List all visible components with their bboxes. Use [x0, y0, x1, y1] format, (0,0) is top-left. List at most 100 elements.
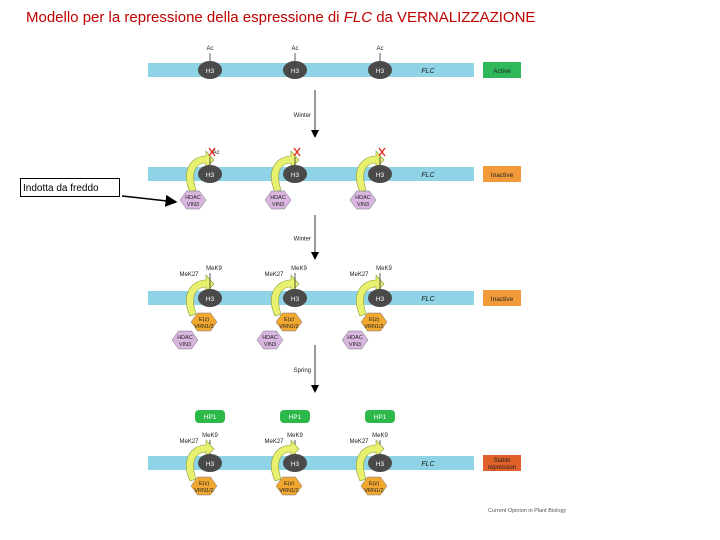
histone-node	[368, 289, 392, 307]
histone-label: H3	[291, 68, 300, 75]
state-label: repression	[488, 465, 516, 471]
hdac-complex-label: HDAC	[262, 335, 278, 341]
mek27-label: MeK27	[264, 272, 284, 278]
mek27-label: MeK27	[179, 272, 199, 278]
ez-complex-label: E(z)	[284, 317, 294, 323]
state-box	[483, 290, 521, 306]
hdac-complex	[171, 330, 199, 350]
slide-title: Modello per la repressione della espress…	[26, 9, 535, 26]
histone-node	[283, 165, 307, 183]
modification-arrow	[271, 439, 300, 482]
mek9-label: MeK9	[287, 433, 303, 439]
ez-complex-label: E(z)	[199, 481, 209, 487]
gene-label: FLC	[421, 172, 435, 179]
cross-mark	[293, 147, 301, 157]
histone-label: H3	[206, 68, 215, 75]
histone-node	[283, 61, 307, 79]
hdac-complex-label: HDAC	[270, 195, 286, 201]
histone-node	[198, 454, 222, 472]
hp1-protein	[365, 410, 395, 423]
acetyl-label: Ac	[212, 150, 219, 156]
hdac-complex-label: VIN3	[264, 342, 276, 348]
ez-complex-label: VRN1/2	[364, 488, 383, 494]
chromatin-band	[148, 63, 474, 77]
ez-complex-label: VRN1/2	[194, 324, 213, 330]
hdac-complex-label: VIN3	[357, 202, 369, 208]
hdac-complex-label: VIN3	[272, 202, 284, 208]
ez-complex-label: VRN1/2	[279, 488, 298, 494]
ez-complex	[360, 476, 388, 496]
state-label: Stable	[493, 458, 511, 464]
hp1-label: HP1	[289, 414, 302, 421]
histone-label: H3	[206, 296, 215, 303]
hdac-complex	[179, 190, 207, 210]
histone-node	[368, 165, 392, 183]
transition-label: Winter	[294, 237, 311, 243]
histone-label: H3	[376, 68, 385, 75]
hdac-complex-label: VIN3	[349, 342, 361, 348]
acetyl-label: Ac	[206, 46, 213, 52]
chromatin-band	[148, 456, 474, 470]
mek9-label: MeK9	[376, 266, 392, 272]
histone-node	[198, 61, 222, 79]
histone-label: H3	[206, 461, 215, 468]
hdac-complex	[256, 330, 284, 350]
ez-complex-label: E(z)	[199, 317, 209, 323]
ez-complex-label: E(z)	[369, 317, 379, 323]
modification-arrow	[186, 439, 215, 482]
mek9-label: MeK9	[291, 266, 307, 272]
title-prefix: Modello per la repressione della espress…	[26, 9, 344, 26]
ez-complex	[275, 476, 303, 496]
transition-label: Spring	[294, 368, 311, 374]
ez-complex	[360, 312, 388, 332]
modification-arrow	[356, 439, 385, 482]
chromatin-band	[148, 291, 474, 305]
histone-node	[368, 454, 392, 472]
gene-label: FLC	[421, 296, 435, 303]
mek27-label: MeK27	[349, 272, 369, 278]
acetyl-label: Ac	[291, 46, 298, 52]
histone-node	[198, 165, 222, 183]
histone-label: H3	[291, 461, 300, 468]
pointer-arrow	[121, 194, 178, 207]
hdac-complex	[349, 190, 377, 210]
hdac-complex	[341, 330, 369, 350]
title-suffix: da VERNALIZZAZIONE	[372, 9, 536, 26]
mek27-label: MeK27	[264, 439, 284, 445]
gene-label: FLC	[421, 461, 435, 468]
histone-label: H3	[376, 172, 385, 179]
ez-complex-label: VRN1/2	[364, 324, 383, 330]
histone-label: H3	[291, 172, 300, 179]
cross-mark	[208, 147, 216, 157]
gene-label: FLC	[421, 68, 435, 75]
hdac-complex-label: HDAC	[177, 335, 193, 341]
histone-label: H3	[291, 296, 300, 303]
hdac-complex-label: HDAC	[347, 335, 363, 341]
ez-complex	[190, 312, 218, 332]
ez-complex	[190, 476, 218, 496]
hdac-complex	[264, 190, 292, 210]
state-label: Inactive	[491, 296, 514, 303]
mek9-label: MeK9	[372, 433, 388, 439]
hdac-complex-label: HDAC	[355, 195, 371, 201]
chromatin-band	[148, 167, 474, 181]
histone-node	[283, 289, 307, 307]
histone-label: H3	[206, 172, 215, 179]
hp1-protein	[195, 410, 225, 423]
ez-complex	[275, 312, 303, 332]
histone-node	[283, 454, 307, 472]
transition-label: Winter	[294, 113, 311, 119]
acetyl-label: Ac	[376, 46, 383, 52]
cold-induced-label: Indotta da freddo	[20, 178, 120, 197]
hdac-complex-label: VIN3	[187, 202, 199, 208]
state-label: Active	[493, 68, 511, 75]
state-box	[483, 455, 521, 471]
histone-label: H3	[376, 461, 385, 468]
ez-complex-label: E(z)	[284, 481, 294, 487]
mek27-label: MeK27	[349, 439, 369, 445]
title-gene: FLC	[343, 9, 373, 26]
state-label: Inactive	[491, 172, 514, 179]
ez-complex-label: E(z)	[369, 481, 379, 487]
hdac-complex-label: VIN3	[179, 342, 191, 348]
